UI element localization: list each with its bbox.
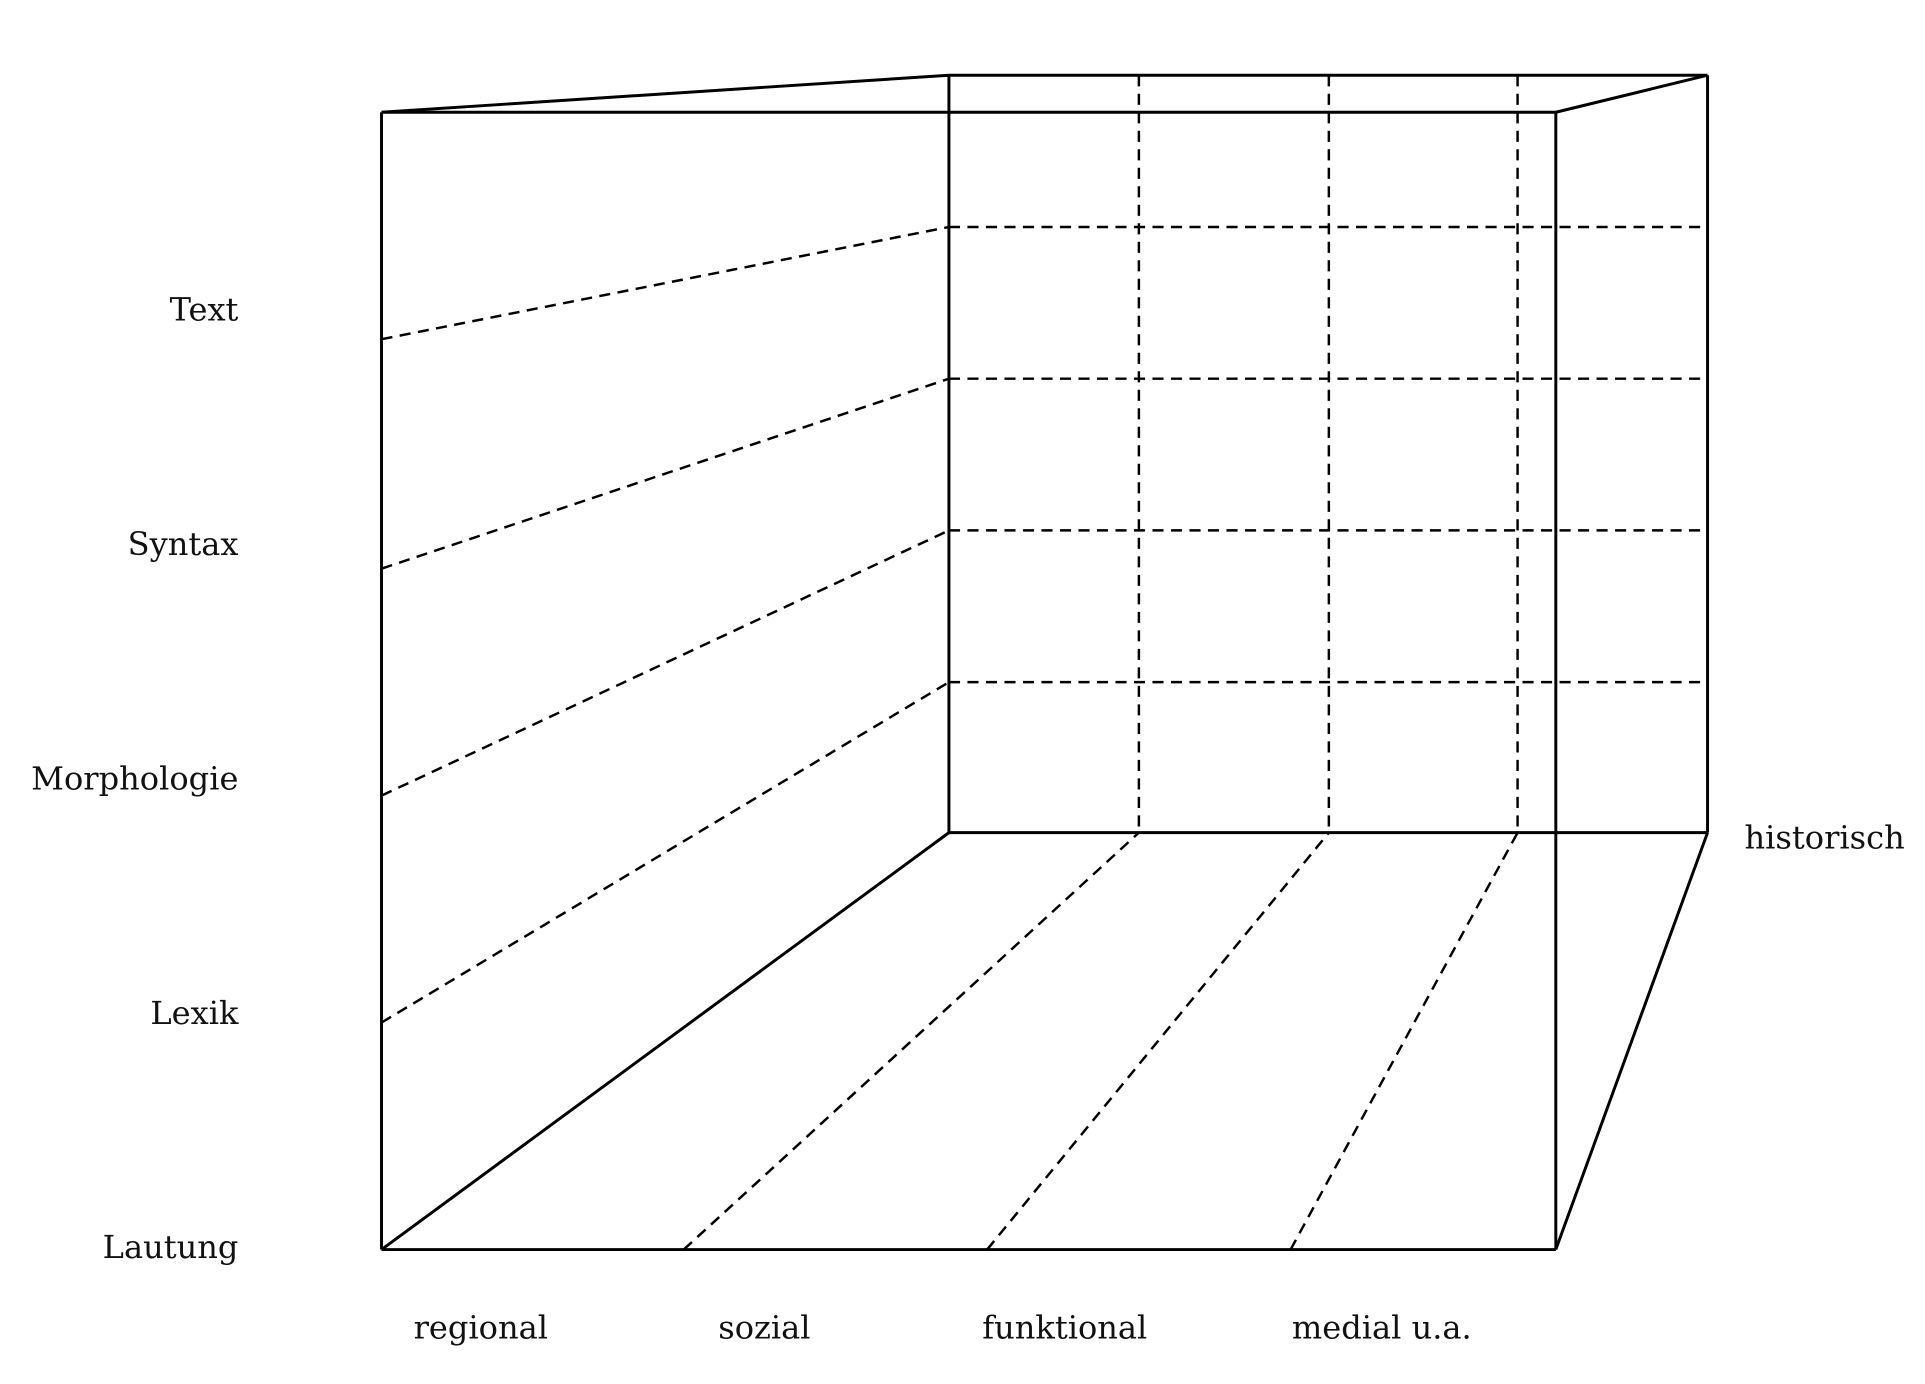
level-label-syntax: Syntax bbox=[128, 525, 239, 563]
dimension-label-sozial: sozial bbox=[718, 1308, 810, 1346]
level-label-morphologie: Morphologie bbox=[31, 759, 238, 797]
level-label-lexik: Lexik bbox=[150, 994, 239, 1032]
depth-label-historisch: historisch bbox=[1745, 819, 1905, 857]
level-label-text: Text bbox=[170, 291, 239, 329]
cube-edge bbox=[380, 831, 950, 1251]
side-wall-level-line bbox=[381, 377, 950, 570]
cube-edge bbox=[1554, 832, 1709, 1251]
side-wall-level-line bbox=[381, 225, 950, 341]
floor-grid-line bbox=[986, 831, 1330, 1251]
side-wall-level-line bbox=[380, 681, 950, 1024]
dimension-label-medial: medial u.a. bbox=[1292, 1308, 1472, 1346]
dimension-label-funktional: funktional bbox=[982, 1308, 1147, 1346]
level-label-lautung: Lautung bbox=[103, 1228, 239, 1266]
dimension-label-regional: regional bbox=[414, 1308, 548, 1346]
side-wall-level-line bbox=[380, 529, 950, 797]
cube-edge bbox=[1555, 73, 1708, 114]
cube-lines bbox=[380, 73, 1710, 1252]
floor-grid-line bbox=[1289, 832, 1519, 1251]
cube-edge bbox=[381, 73, 950, 114]
floor-grid-line bbox=[682, 831, 1140, 1251]
